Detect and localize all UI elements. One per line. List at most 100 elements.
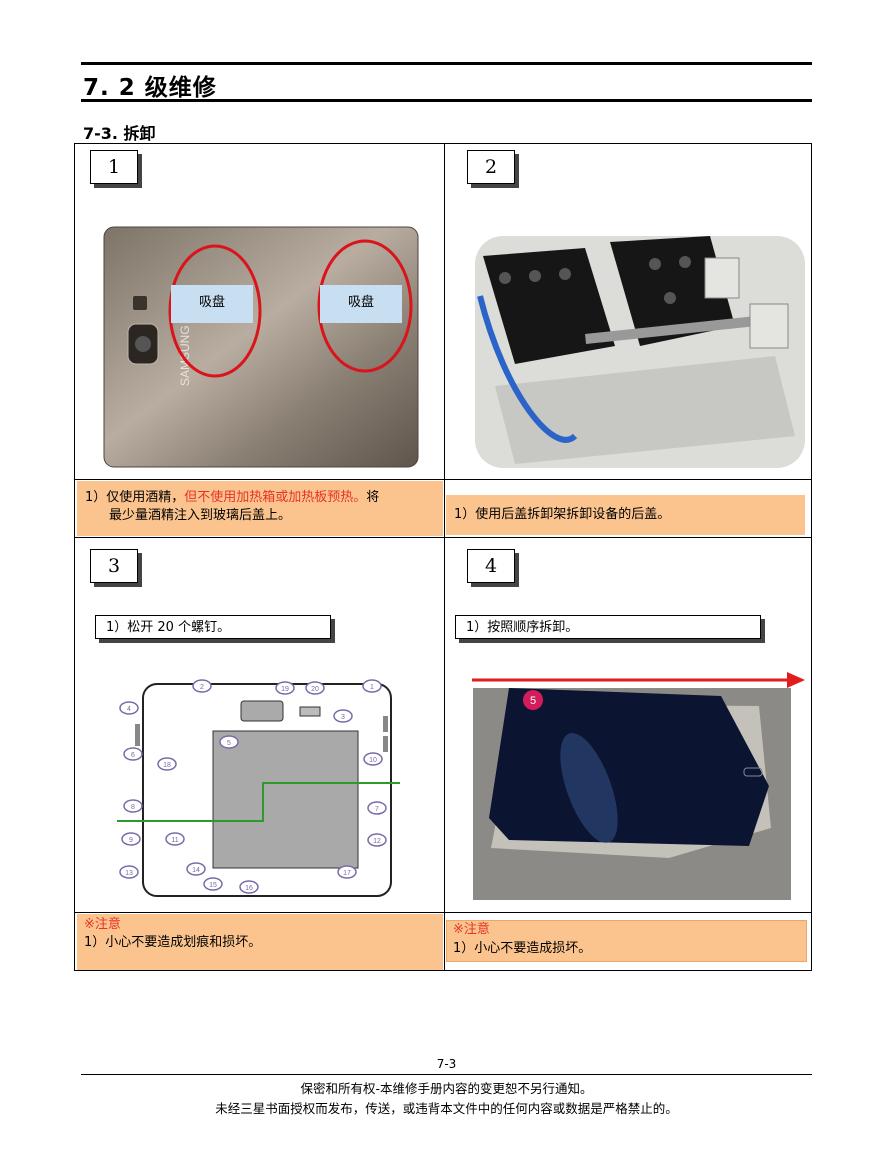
screw-marker-label: 12 <box>373 838 381 845</box>
screw-marker-label: 13 <box>125 870 133 877</box>
note-warning: 但不使用加热箱或加热板预热。 <box>184 490 367 505</box>
screw-marker-label: 1 <box>370 684 374 691</box>
phone-back-image: SAMSUNG <box>103 226 419 468</box>
note-line2: 最少量酒精注入到玻璃后盖上。 <box>109 508 292 523</box>
sub-title: 7-3. 拆卸 <box>83 124 156 143</box>
step2-note-text: 1）使用后盖拆卸架拆卸设备的后盖。 <box>454 507 671 522</box>
screw-marker <box>121 832 141 846</box>
screw-marker-label: 9 <box>129 837 133 844</box>
screw-marker-label: 20 <box>311 686 319 693</box>
screw-marker <box>305 681 325 695</box>
cut-line <box>117 782 400 822</box>
caution-title: ※注意 <box>453 922 490 937</box>
screw-marker-label: 7 <box>375 806 379 813</box>
suction-circle-right <box>317 239 413 373</box>
step3-caution: ※注意 1）小心不要造成划痕和损坏。 <box>77 914 443 970</box>
steps-table: 1 SAMSUNG 吸盘 吸盘 2 1）仅使用酒精，但不使 <box>74 143 812 971</box>
title-rule <box>81 99 812 102</box>
screw-marker-label: 8 <box>131 804 135 811</box>
home-button-icon <box>743 767 763 777</box>
step1-note-text: 1）仅使用酒精，但不使用加热箱或加热板预热。将 最少量酒精注入到玻璃后盖上。 <box>85 489 445 525</box>
screw-marker-label: 17 <box>343 870 351 877</box>
guide-rail <box>585 315 766 344</box>
screw-marker-label: 4 <box>127 706 131 713</box>
screw-marker <box>362 679 382 693</box>
footer-line1: 保密和所有权-本维修手册内容的变更恕不另行通知。 <box>300 1081 593 1096</box>
hose-line <box>477 295 578 443</box>
suction-label-right: 吸盘 <box>320 285 402 323</box>
battery-area <box>212 730 359 869</box>
screw-marker <box>186 862 206 876</box>
step4-caution: ※注意 1）小心不要造成损坏。 <box>446 920 807 962</box>
disassembly-photo: 5 <box>472 672 805 900</box>
screen-glare <box>560 732 618 844</box>
caution-text: 1）小心不要造成损坏。 <box>453 941 592 956</box>
step3-callout: 1）松开 20 个螺钉。 <box>95 615 331 639</box>
arrow-head-icon <box>787 672 805 688</box>
flash-sensor <box>133 296 147 310</box>
order-badge-label: 5 <box>530 695 536 707</box>
screw-marker <box>333 709 353 723</box>
clamp-right <box>610 236 735 346</box>
screw-marker <box>367 833 387 847</box>
screw-marker-label: 10 <box>369 757 377 764</box>
suction-label-left: 吸盘 <box>171 285 253 323</box>
top-rule <box>81 62 812 65</box>
screw-marker <box>165 832 185 846</box>
screw-marker <box>337 865 357 879</box>
screw-marker-label: 6 <box>131 752 135 759</box>
step-number-1: 1 <box>90 150 138 184</box>
caution-title: ※注意 <box>84 917 121 932</box>
knob-block <box>749 303 789 349</box>
screw-marker <box>123 747 143 761</box>
row-divider <box>75 479 811 480</box>
screw-marker-label: 14 <box>192 867 200 874</box>
footer-rule <box>81 1074 812 1075</box>
row-divider <box>75 912 811 913</box>
step1-note: 1）仅使用酒精，但不使用加热箱或加热板预热。将 最少量酒精注入到玻璃后盖上。 <box>77 481 443 536</box>
section-title: 7. 2 级维修 <box>83 75 217 101</box>
knob-block <box>704 257 740 299</box>
screw-marker <box>123 799 143 813</box>
step-number-3: 3 <box>90 549 138 583</box>
screw-marker-label: 18 <box>163 762 171 769</box>
step4-callout: 1）按照顺序拆卸。 <box>455 615 761 639</box>
screw-marker <box>157 757 177 771</box>
column-divider <box>444 144 445 971</box>
screw-marker <box>192 679 212 693</box>
note-suffix: 将 <box>366 490 380 505</box>
screw-marker-label: 2 <box>200 684 204 691</box>
screw-marker-label: 15 <box>209 882 217 889</box>
camera-lens-inner <box>135 336 151 352</box>
screw-marker <box>219 735 239 749</box>
screw-marker <box>119 701 139 715</box>
screw-marker-label: 11 <box>171 837 178 844</box>
screw-marker <box>275 681 295 695</box>
footer-line2: 未经三星书面授权而发布，传送，或违背本文件中的任何内容或数据是严格禁止的。 <box>215 1101 678 1116</box>
step-number-4: 4 <box>467 549 515 583</box>
clamp-left <box>483 248 615 364</box>
screw-marker <box>363 752 383 766</box>
screw-marker <box>239 880 259 894</box>
screw-marker <box>203 877 223 891</box>
camera-module <box>240 700 284 722</box>
step2-note: 1）使用后盖拆卸架拆卸设备的后盖。 <box>446 495 805 535</box>
suction-circle-left <box>168 244 262 378</box>
caution-text: 1）小心不要造成划痕和损坏。 <box>84 935 262 950</box>
brand-text: SAMSUNG <box>178 325 192 386</box>
screw-marker-label: 16 <box>245 885 253 892</box>
note-prefix: 1）仅使用酒精， <box>85 490 185 505</box>
row-divider <box>75 537 811 538</box>
order-badge <box>523 690 543 710</box>
screw-marker-label: 19 <box>281 686 289 693</box>
step-number-2: 2 <box>467 150 515 184</box>
screw-marker <box>119 865 139 879</box>
sensor-module <box>299 706 321 717</box>
screw-marker-label: 5 <box>227 740 231 747</box>
page-number: 7-3 <box>436 1057 457 1071</box>
back-cover-fixture-image <box>475 236 805 468</box>
screw-marker-label: 3 <box>341 714 345 721</box>
screw-marker <box>367 801 387 815</box>
